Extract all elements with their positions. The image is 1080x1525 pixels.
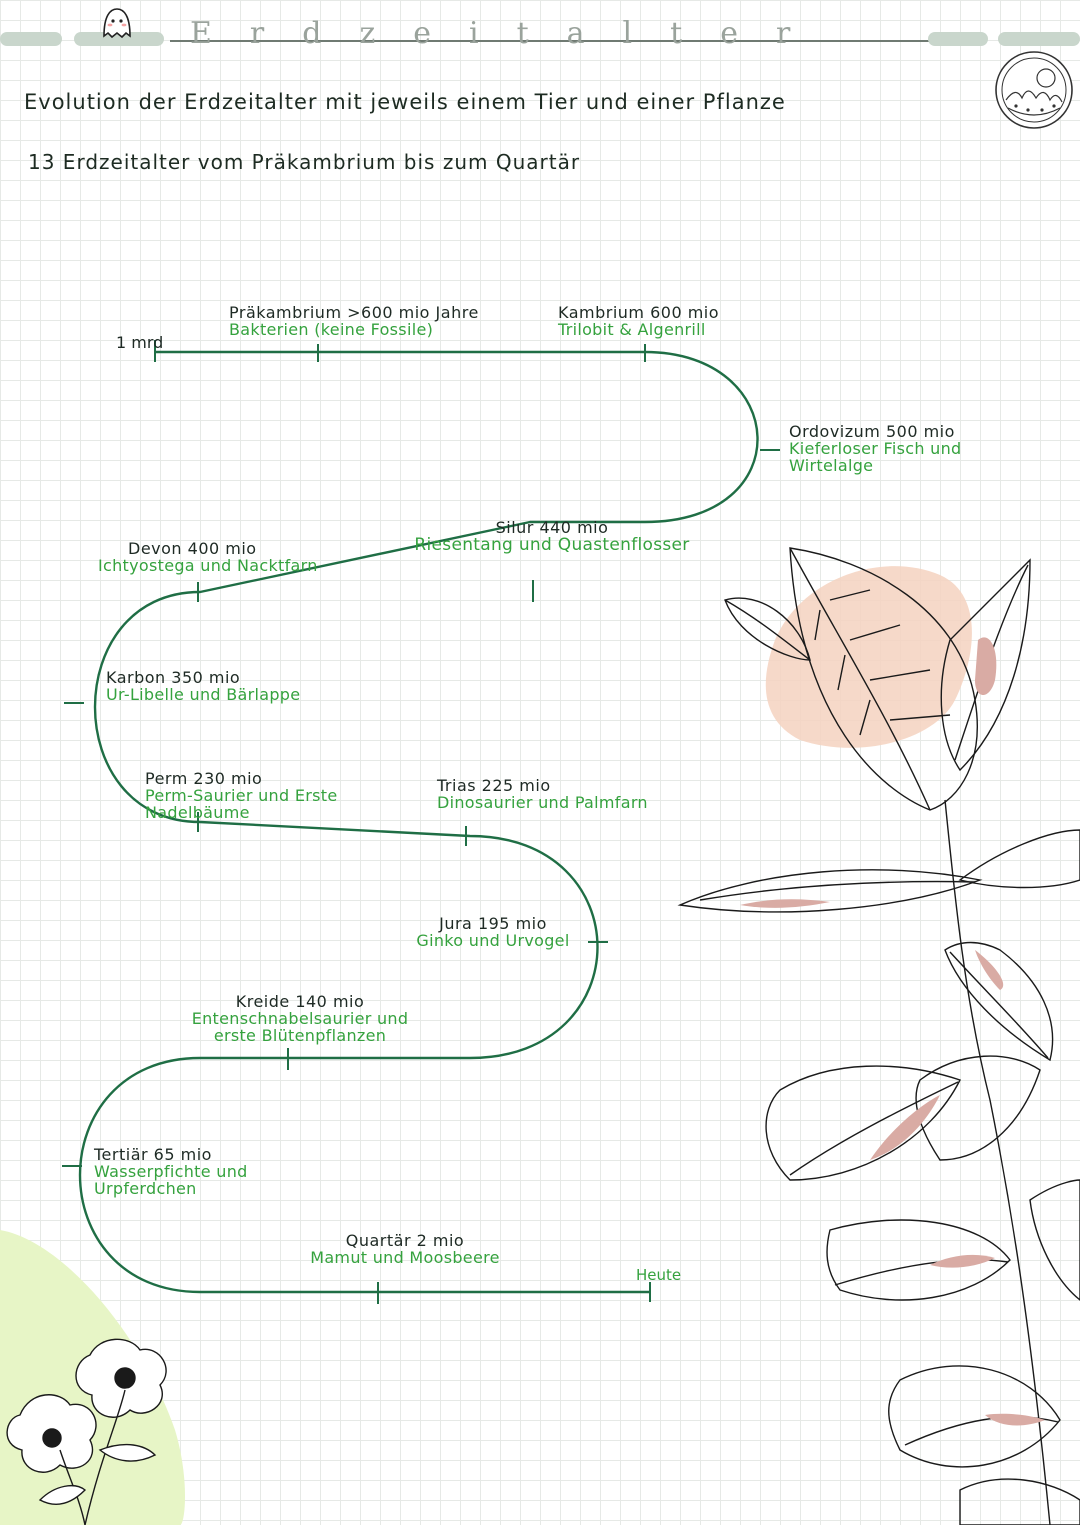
header-pill-right — [928, 32, 988, 46]
era-desc: Perm-Saurier und Erste Nadelbäume — [145, 785, 338, 822]
era-kreide: Kreide 140 mio Entenschnabelsaurier und … — [184, 992, 416, 1045]
era-name: Präkambrium >600 mio Jahre — [229, 303, 479, 322]
intro-line-2: 13 Erdzeitalter vom Präkambrium bis zum … — [28, 150, 581, 174]
era-ordovizum: Ordovizum 500 mio Kieferloser Fisch und … — [789, 422, 989, 475]
era-perm: Perm 230 mio Perm-Saurier und Erste Nade… — [145, 769, 375, 822]
era-name: Ordovizum 500 mio — [789, 422, 955, 441]
era-desc: Kieferloser Fisch und Wirtelalge — [789, 438, 962, 475]
plant-illustration — [677, 547, 1080, 1525]
era-desc: Trilobit & Algenrill — [558, 319, 706, 339]
era-name: Kreide 140 mio — [235, 992, 365, 1011]
era-quartar: Quartär 2 mio Mamut und Moosbeere — [300, 1231, 510, 1267]
timeline-start-label: 1 mrd — [116, 333, 164, 352]
terrarium-icon — [995, 51, 1073, 129]
pink-blob — [765, 566, 972, 748]
era-name: Jura 195 mio — [439, 914, 547, 933]
era-tertiar: Tertiär 65 mio Wasserpfichte und Urpferd… — [94, 1145, 274, 1198]
intro-line-1: Evolution der Erdzeitalter mit jeweils e… — [24, 90, 786, 114]
era-desc: Mamut und Moosbeere — [310, 1247, 500, 1267]
era-kambrium: Kambrium 600 mio Trilobit & Algenrill — [558, 303, 720, 339]
ghost-icon — [103, 8, 131, 39]
era-desc: Wasserpfichte und Urpferdchen — [94, 1161, 248, 1198]
header-pill-right-2 — [998, 32, 1080, 46]
header-pill-left — [0, 32, 62, 46]
era-desc: Entenschnabelsaurier und erste Blütenpfl… — [191, 1008, 409, 1045]
era-silur: Silur 440 mio Riesentang und Quastenflos… — [407, 518, 697, 555]
era-name: Quartär 2 mio — [345, 1231, 465, 1250]
era-prakambrium: Präkambrium >600 mio Jahre Bakterien (ke… — [229, 303, 479, 339]
era-name: Trias 225 mio — [437, 776, 551, 795]
era-name: Karbon 350 mio — [106, 668, 241, 687]
header-pill-left-2 — [74, 32, 164, 46]
era-karbon: Karbon 350 mio Ur-Libelle und Bärlappe — [106, 668, 301, 704]
leaf-accents — [740, 637, 1045, 1426]
era-name: Kambrium 600 mio — [558, 303, 720, 322]
era-devon: Devon 400 mio Ichtyostega und Nacktfarn — [98, 539, 318, 575]
page-title: Erdzeitalter — [190, 16, 829, 51]
header-line — [170, 40, 930, 42]
timeline-end-label: Heute — [636, 1266, 682, 1284]
era-desc: Dinosaurier und Palmfarn — [437, 792, 648, 812]
era-name: Silur 440 mio — [495, 518, 609, 537]
era-desc: Bakterien (keine Fossile) — [229, 319, 434, 339]
era-jura: Jura 195 mio Ginko und Urvogel — [407, 914, 579, 950]
era-desc: Ur-Libelle und Bärlappe — [106, 684, 301, 704]
timeline-path — [78, 350, 759, 1294]
era-desc: Ichtyostega und Nacktfarn — [98, 555, 318, 575]
era-trias: Trias 225 mio Dinosaurier und Palmfarn — [437, 776, 648, 812]
era-desc: Riesentang und Quastenflosser — [414, 534, 690, 555]
era-name: Perm 230 mio — [145, 769, 263, 788]
flower-illustration — [6, 1338, 167, 1525]
era-desc: Ginko und Urvogel — [416, 930, 570, 950]
era-name: Tertiär 65 mio — [94, 1145, 212, 1164]
era-name: Devon 400 mio — [128, 539, 257, 558]
